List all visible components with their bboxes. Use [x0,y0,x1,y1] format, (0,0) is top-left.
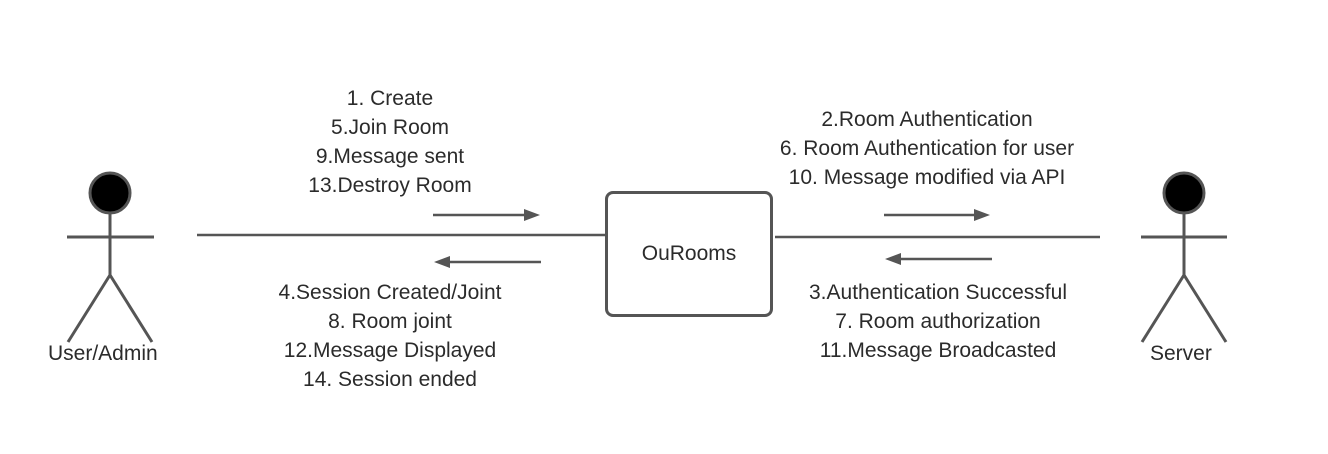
message-label: 4.Session Created/Joint [278,281,502,304]
server-actor-head [1162,171,1206,215]
arrow-right-user-to-system [433,209,540,221]
system-to-server-messages: 2.Room Authentication 6. Room Authentica… [747,105,1107,192]
message-label: 7. Room authorization [835,310,1041,333]
server-actor-right-leg [1182,274,1228,343]
ourooms-node: OuRooms [605,191,773,317]
message-label: 2.Room Authentication [821,108,1033,131]
message-label: 11.Message Broadcasted [819,339,1057,362]
server-actor-name: Server [1150,342,1212,365]
ourooms-node-label: OuRooms [641,242,737,265]
message-label: 14. Session ended [303,368,477,391]
arrow-left-server-to-system [885,253,992,265]
arrow-left-system-to-user [434,256,541,268]
arrow-right-system-to-server [884,209,990,221]
user-admin-actor-head [88,171,132,215]
message-label: 5.Join Room [331,116,449,139]
user-admin-actor-name: User/Admin [48,342,158,365]
message-label: 1. Create [346,87,434,110]
message-label: 3.Authentication Successful [809,281,1067,304]
message-label: 10. Message modified via API [788,166,1066,189]
system-to-user-messages: 4.Session Created/Joint 8. Room joint 12… [240,278,540,394]
user-to-system-messages: 1. Create 5.Join Room 9.Message sent 13.… [290,84,490,200]
server-to-system-messages: 3.Authentication Successful 7. Room auth… [778,278,1098,365]
user-admin-actor-right-leg [108,274,154,343]
message-label: 13.Destroy Room [308,174,472,197]
message-label: 8. Room joint [328,310,452,333]
user-admin-actor [66,171,154,343]
message-label: 6. Room Authentication for user [779,137,1075,160]
server-actor [1140,171,1228,343]
user-admin-actor-left-leg [66,274,112,343]
message-label: 12.Message Displayed [283,339,497,362]
message-label: 9.Message sent [315,145,465,168]
server-actor-left-leg [1140,274,1186,343]
